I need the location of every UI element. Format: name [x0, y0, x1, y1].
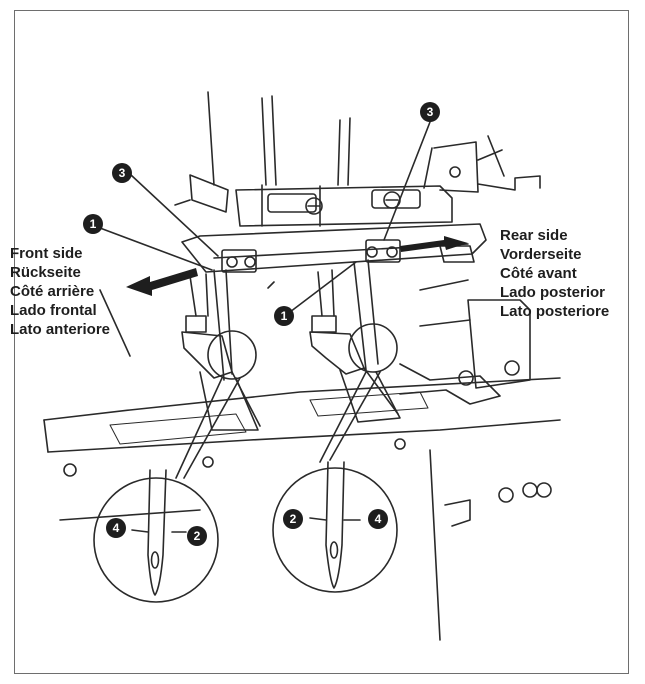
front-label-de: Rückseite	[10, 264, 81, 281]
callout-groove-left: 2	[187, 526, 207, 546]
front-label-en: Front side	[10, 245, 83, 262]
front-label-it: Lato anteriore	[10, 321, 111, 338]
svg-text:2: 2	[290, 512, 297, 526]
front-direction-arrow	[126, 268, 198, 296]
callout-screw-right: 3	[420, 102, 440, 122]
direction-arrows	[126, 236, 468, 296]
presser-foot-left	[181, 269, 261, 431]
rear-label-fr: Côté avant	[500, 265, 577, 282]
callout-scarf-right: 4	[368, 509, 388, 529]
rear-label-es: Lado posterior	[500, 284, 606, 301]
svg-text:2: 2	[194, 529, 201, 543]
rear-label-de: Vorderseite	[500, 246, 582, 263]
presser-foot-right	[309, 259, 401, 423]
svg-text:3: 3	[427, 105, 434, 119]
machine-housing	[174, 91, 541, 227]
front-label-es: Lado frontal	[10, 302, 97, 319]
callout-groove-right: 2	[283, 509, 303, 529]
front-label-fr: Côté arrière	[10, 283, 95, 300]
needle-right	[325, 461, 345, 589]
front-side-labels: Front side Rückseite Côté arrière Lado f…	[10, 244, 110, 339]
callout-badges: 3 3 1 1 4 2 2 4	[83, 102, 440, 546]
svg-text:3: 3	[119, 166, 126, 180]
figure-frame	[14, 10, 629, 674]
svg-text:4: 4	[375, 512, 382, 526]
needle-detail-left	[93, 477, 219, 603]
callout-screw-left: 3	[112, 163, 132, 183]
needle-left	[147, 469, 167, 596]
rear-label-it: Lato posteriore	[500, 303, 610, 320]
callout-scarf-left: 4	[106, 518, 126, 538]
machine-bed	[43, 377, 561, 641]
right-bracket	[99, 279, 531, 405]
rear-side-labels: Rear side Vorderseite Côté avant Lado po…	[500, 226, 609, 321]
needle-detail-right	[272, 467, 398, 593]
rear-label-en: Rear side	[500, 227, 568, 244]
svg-text:1: 1	[281, 309, 288, 323]
svg-text:4: 4	[113, 521, 120, 535]
svg-text:1: 1	[90, 217, 97, 231]
callout-holder-right: 1	[274, 306, 294, 326]
rear-direction-arrow	[400, 236, 468, 252]
callout-holder-left: 1	[83, 214, 103, 234]
